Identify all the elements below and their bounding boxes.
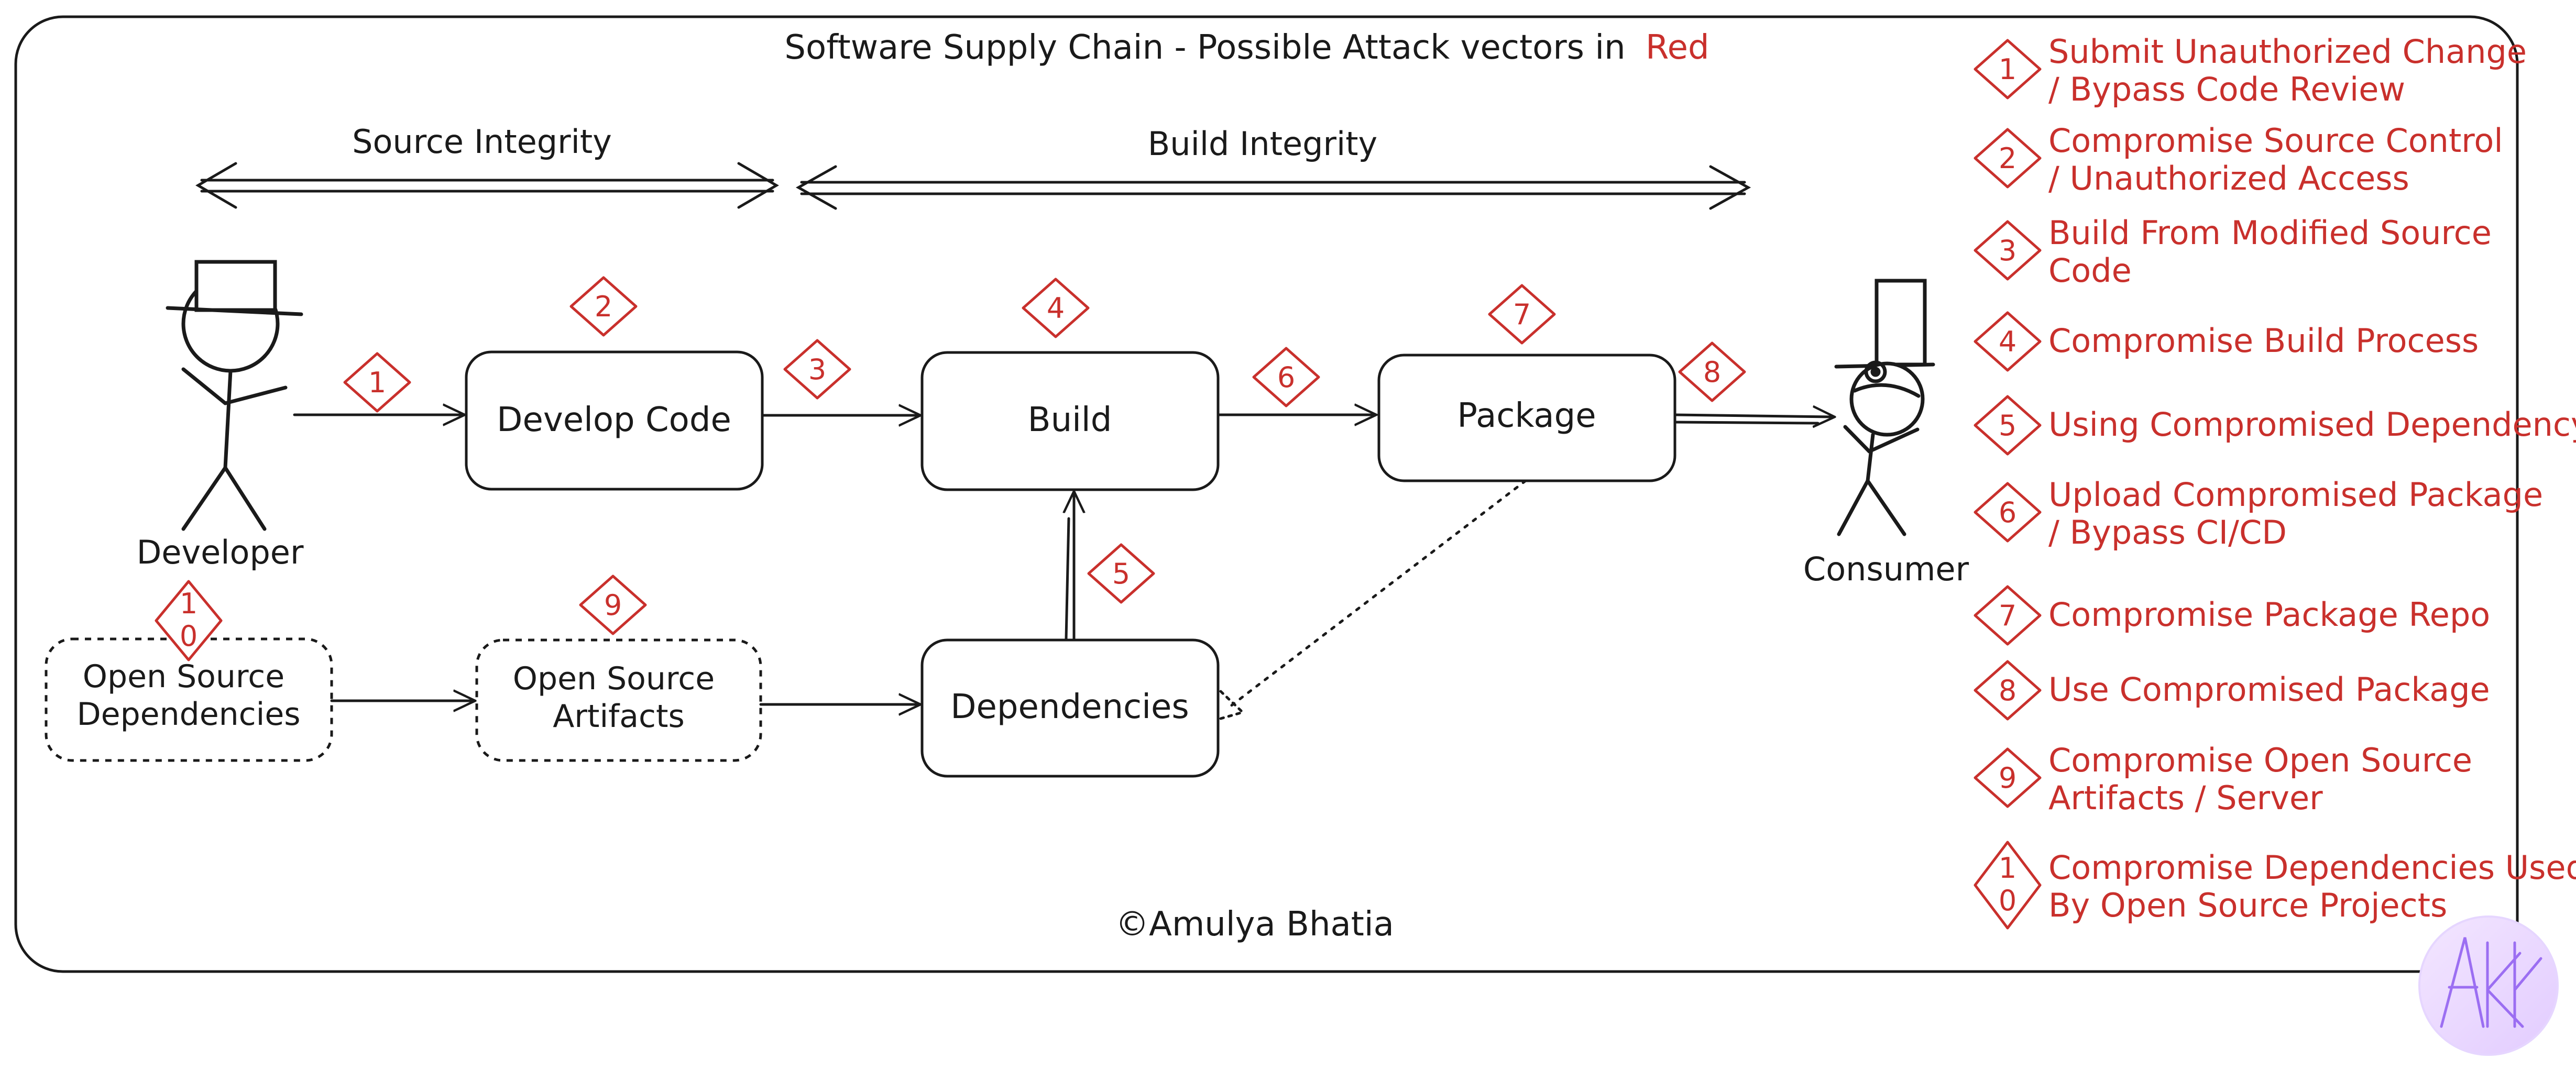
arrow-package-to-consumer bbox=[1673, 415, 1834, 417]
phase-label-source: Source Integrity bbox=[352, 123, 612, 161]
legend-badge-8: 8 bbox=[1974, 660, 2042, 721]
consumer-figure bbox=[1834, 279, 1935, 536]
attack-badge-3-number: 3 bbox=[808, 353, 826, 386]
attack-badge-6-number: 6 bbox=[1277, 361, 1295, 394]
diagram-frame bbox=[14, 15, 2519, 973]
dotted-package-to-dependencies bbox=[1224, 479, 1527, 711]
legend-item: 2 Compromise Source Control/ Unauthorized… bbox=[1974, 122, 2503, 197]
developer-label: Developer bbox=[137, 533, 304, 571]
attack-badge-4-number: 4 bbox=[1047, 292, 1065, 325]
legend-badge-8-number: 8 bbox=[1999, 674, 2016, 707]
develop-code-label: Develop Code bbox=[497, 401, 731, 439]
attack-badge-10: 10 bbox=[155, 580, 223, 661]
attack-badge-6: 6 bbox=[1252, 347, 1320, 407]
legend-item: 4 Compromise Build Process bbox=[1974, 311, 2479, 372]
attack-badge-9-number: 9 bbox=[604, 589, 622, 622]
legend-item: 1 Submit Unauthorized Change/ Bypass Code… bbox=[1974, 32, 2527, 108]
credit-text: ©Amulya Bhatia bbox=[1115, 905, 1394, 944]
author-logo bbox=[2418, 915, 2559, 1056]
dependencies-label: Dependencies bbox=[950, 688, 1189, 726]
attack-badge-2-number: 2 bbox=[595, 290, 612, 323]
package-box: Package bbox=[1377, 354, 1676, 482]
legend-badge-9-number: 9 bbox=[1999, 762, 2016, 795]
legend-badge-9: 9 bbox=[1974, 747, 2042, 808]
legend-item: 8 Use Compromised Package bbox=[1974, 660, 2490, 721]
legend-badge-5-number: 5 bbox=[1999, 409, 2016, 442]
attack-badge-1-number: 1 bbox=[368, 366, 386, 399]
attack-badge-3: 3 bbox=[783, 339, 851, 400]
legend-text: Using Compromised Dependency bbox=[2048, 405, 2576, 444]
phase-arrow-build bbox=[795, 165, 1751, 210]
legend-text: Use Compromised Package bbox=[2048, 670, 2490, 709]
attack-badge-4: 4 bbox=[1022, 278, 1090, 338]
attack-badge-5: 5 bbox=[1087, 543, 1155, 604]
legend-text: Upload Compromised Package/ Bypass CI/CD bbox=[2048, 476, 2543, 551]
flow-arrows bbox=[293, 415, 1834, 720]
legend-badge-2: 2 bbox=[1974, 128, 2042, 189]
legend-badge-4-number: 4 bbox=[1999, 325, 2016, 358]
legend-text: Compromise Package Repo bbox=[2048, 595, 2490, 634]
legend-badge-1-number: 1 bbox=[1999, 53, 2016, 86]
legend-text: Submit Unauthorized Change/ Bypass Code … bbox=[2048, 32, 2527, 108]
legend-item: 7 Compromise Package Repo bbox=[1974, 585, 2490, 646]
legend-badge-10-digit: 0 bbox=[1999, 884, 2016, 917]
build-label: Build bbox=[1028, 401, 1112, 439]
arrow-package-to-consumer-2 bbox=[1673, 421, 1819, 425]
open-source-artifacts-box: Open Source Artifacts bbox=[475, 638, 762, 762]
attack-badge-8: 8 bbox=[1678, 341, 1746, 402]
develop-code-box: Develop Code bbox=[465, 350, 764, 491]
legend-badge-3: 3 bbox=[1974, 220, 2042, 281]
attack-badge-8-number: 8 bbox=[1703, 356, 1721, 389]
legend-text: Compromise Source Control/ Unauthorized … bbox=[2048, 122, 2503, 197]
consumer-label: Consumer bbox=[1803, 550, 1969, 588]
legend-badge-6: 6 bbox=[1974, 482, 2042, 543]
package-label: Package bbox=[1457, 396, 1596, 435]
phase-arrow-source bbox=[195, 162, 779, 209]
legend-badge-4: 4 bbox=[1974, 311, 2042, 372]
attack-badge-7-number: 7 bbox=[1513, 298, 1531, 331]
dependencies-box: Dependencies bbox=[920, 638, 1220, 778]
open-source-deps-label: Open Source Dependencies bbox=[76, 658, 300, 733]
legend-badge-2-number: 2 bbox=[1999, 142, 2016, 175]
legend-badge-10: 10 bbox=[1974, 841, 2042, 930]
title-highlight: Red bbox=[1646, 28, 1709, 67]
legend-badge-10-digit: 1 bbox=[1999, 852, 2016, 885]
legend-item: 5 Using Compromised Dependency bbox=[1974, 395, 2576, 456]
legend-badge-5: 5 bbox=[1974, 395, 2042, 456]
legend-badge-1: 1 bbox=[1974, 39, 2042, 100]
dotted-package-to-dependencies-2 bbox=[1219, 690, 1245, 720]
diagram-title: Software Supply Chain - Possible Attack … bbox=[784, 28, 1709, 67]
attack-badge-7: 7 bbox=[1488, 284, 1556, 345]
phase-label-build: Build Integrity bbox=[1148, 125, 1377, 163]
attack-badge-10-digit: 1 bbox=[180, 587, 198, 620]
title-main: Software Supply Chain - Possible Attack … bbox=[784, 28, 1625, 67]
legend-badge-7-number: 7 bbox=[1999, 599, 2016, 632]
legend-badge-7: 7 bbox=[1974, 585, 2042, 646]
attack-badge-1: 1 bbox=[343, 352, 411, 413]
attack-badge-5-number: 5 bbox=[1112, 557, 1130, 590]
open-source-artifacts-label: Open Source Artifacts bbox=[513, 660, 725, 735]
build-box: Build bbox=[920, 351, 1220, 491]
attack-badge-10-digit: 0 bbox=[180, 620, 198, 653]
legend-text: Compromise Build Process bbox=[2048, 322, 2479, 360]
legend-badge-6-number: 6 bbox=[1999, 496, 2016, 529]
attack-vector-legend: 1 Submit Unauthorized Change/ Bypass Code… bbox=[1974, 32, 2576, 930]
legend-badge-3-number: 3 bbox=[1999, 234, 2016, 267]
attack-badge-9: 9 bbox=[579, 575, 647, 635]
arrow-dependencies-to-build-2 bbox=[1065, 517, 1070, 641]
developer-figure bbox=[166, 260, 303, 531]
legend-item: 6 Upload Compromised Package/ Bypass CI/C… bbox=[1974, 476, 2543, 551]
attack-badge-2: 2 bbox=[569, 276, 638, 337]
